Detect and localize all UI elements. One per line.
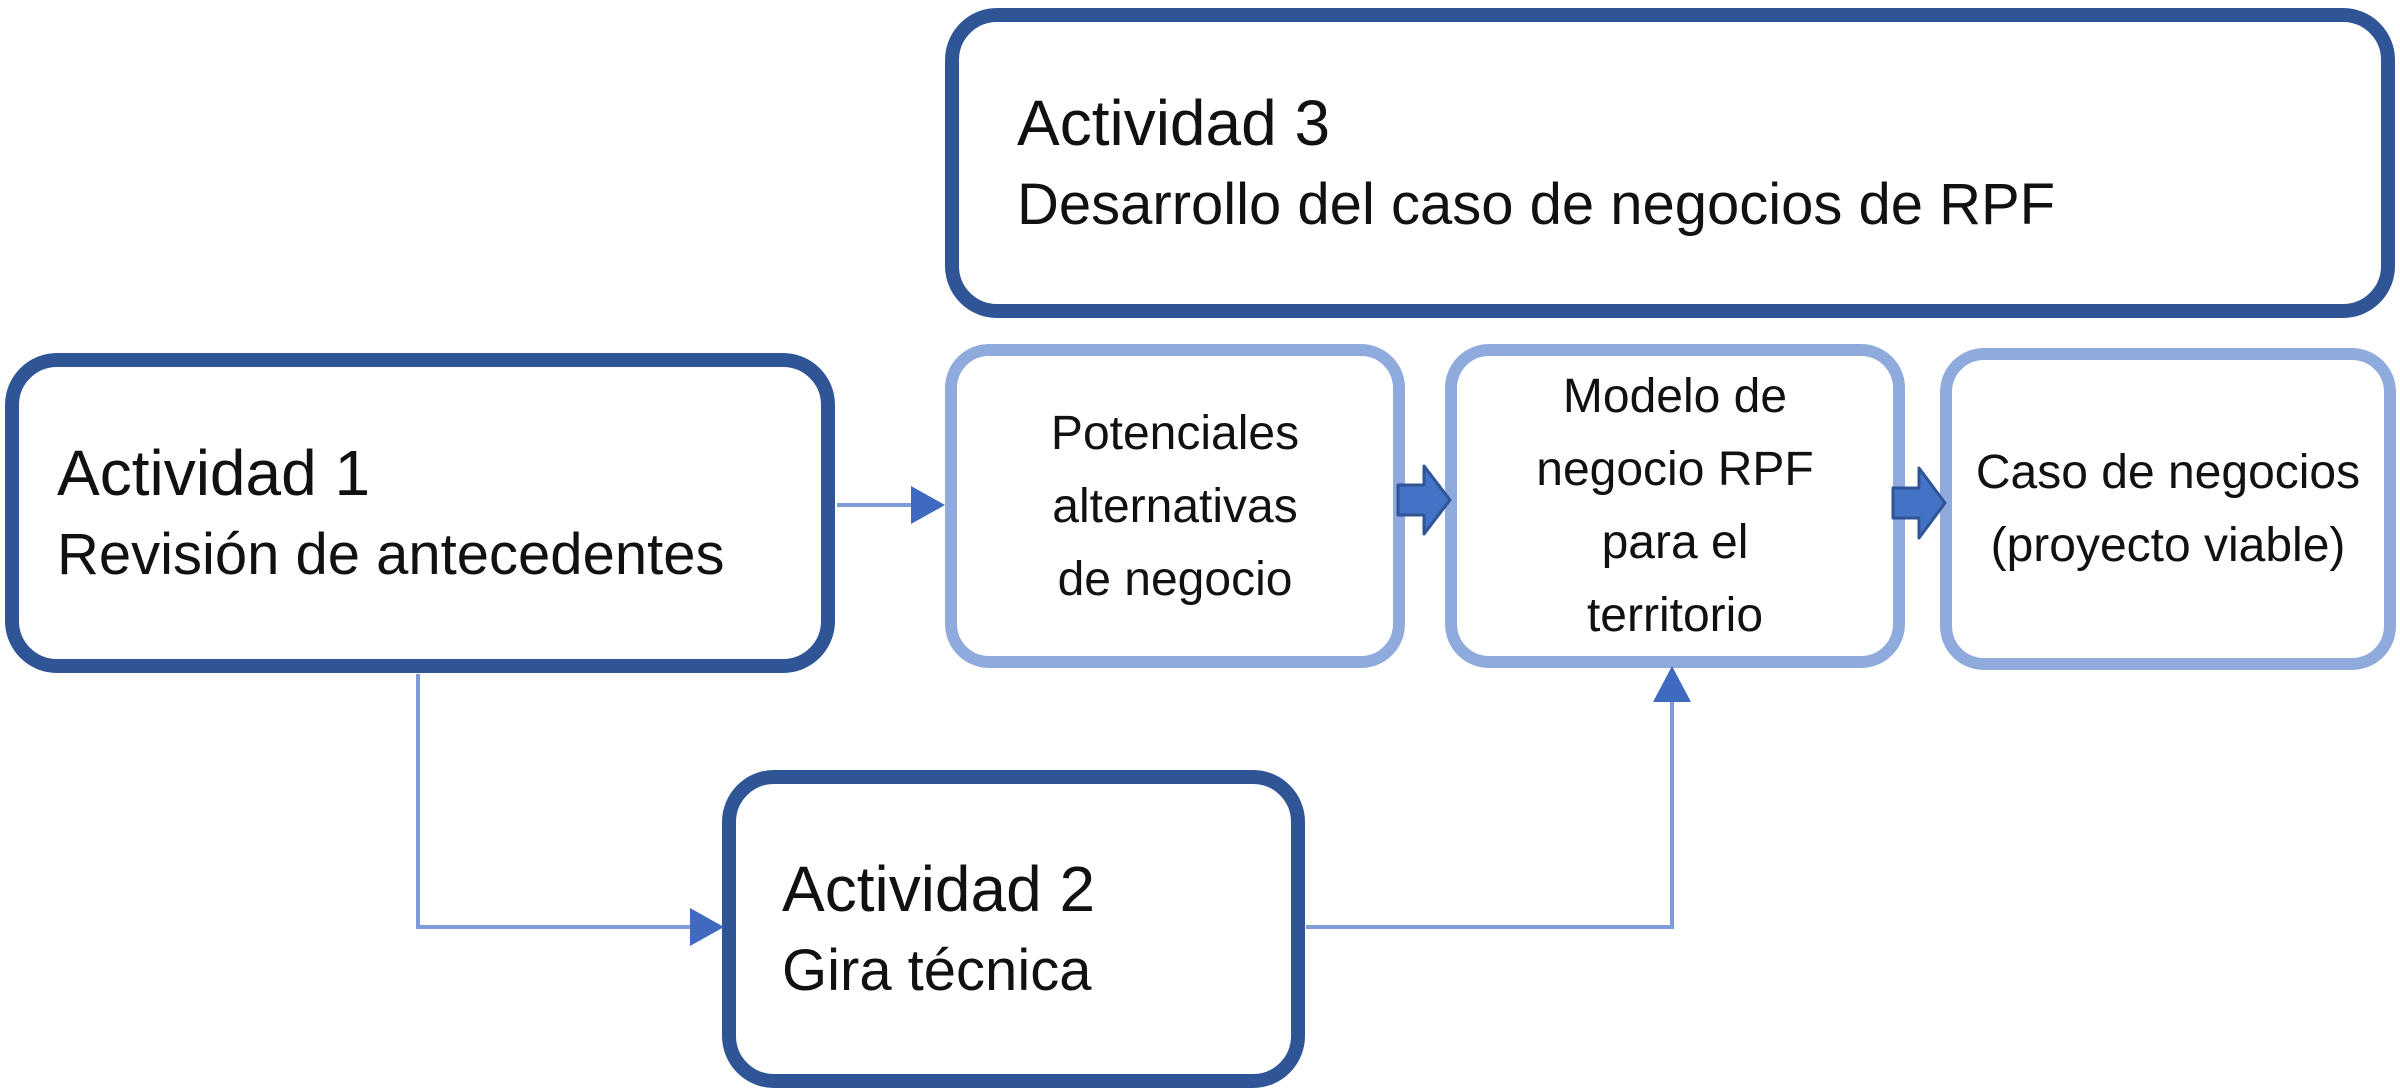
node-actividad-2: Actividad 2 Gira técnica	[722, 770, 1305, 1088]
modelo-text: Modelo de negocio RPF para el territorio	[1536, 370, 1814, 642]
node-caso-negocios: Caso de negocios (proyecto viable)	[1940, 348, 2396, 670]
actividad-3-subtitle: Desarrollo del caso de negocios de RPF	[1017, 172, 2056, 238]
connector-a2-to-modelo	[1306, 666, 1691, 929]
arrowhead-right-icon	[911, 486, 945, 524]
actividad-2-title: Actividad 2	[782, 852, 1096, 925]
actividad-1-title: Actividad 1	[57, 436, 371, 509]
potenciales-text: Potenciales alternativas de negocio	[1050, 406, 1300, 606]
node-modelo-negocio: Modelo de negocio RPF para el territorio	[1445, 344, 1905, 668]
node-potenciales-alternativas: Potenciales alternativas de negocio	[945, 344, 1405, 668]
block-arrow-potenciales-to-modelo	[1396, 464, 1452, 536]
caso-text: Caso de negocios (proyecto viable)	[1975, 446, 2361, 572]
node-actividad-1: Actividad 1 Revisión de antecedentes	[5, 353, 835, 673]
arrowhead-up-icon	[1653, 666, 1691, 702]
actividad-1-subtitle: Revisión de antecedentes	[57, 522, 725, 588]
actividad-2-subtitle: Gira técnica	[782, 938, 1092, 1004]
connector-a1-to-potenciales	[837, 486, 945, 524]
arrowhead-right-icon	[690, 908, 724, 946]
actividad-3-title: Actividad 3	[1017, 86, 1331, 159]
node-actividad-3: Actividad 3 Desarrollo del caso de negoc…	[945, 8, 2395, 318]
connector-a1-to-a2	[416, 674, 724, 946]
